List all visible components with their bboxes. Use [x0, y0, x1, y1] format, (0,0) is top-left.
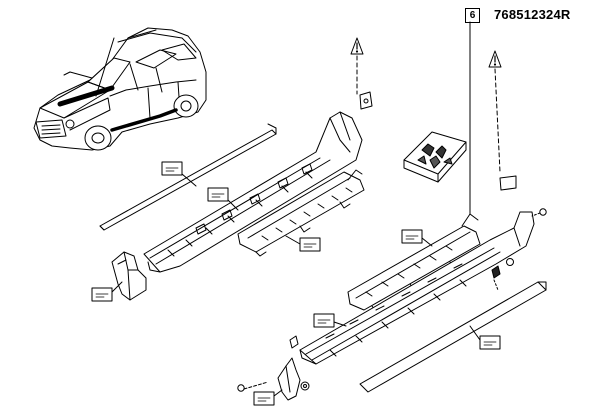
label-sticker-icon	[91, 161, 501, 406]
car-icon	[33, 27, 207, 151]
part-number-label: 768512324R	[494, 7, 571, 22]
side-sill-panel-left	[143, 111, 363, 273]
front-bracket-left	[111, 251, 147, 301]
clip-icon	[403, 131, 467, 183]
warning-triangle-icon	[488, 50, 517, 191]
rear-bracket	[277, 335, 301, 401]
side-sill-panel-right	[299, 211, 535, 365]
clip-strip-right	[347, 21, 481, 313]
upper-molding-strip	[99, 123, 277, 231]
warning-triangle-icon	[350, 37, 373, 110]
screw-icon	[237, 208, 547, 392]
clip-strip-center	[237, 169, 365, 257]
lower-molding-strip	[359, 281, 547, 393]
reference-number-box: 6	[465, 8, 480, 23]
